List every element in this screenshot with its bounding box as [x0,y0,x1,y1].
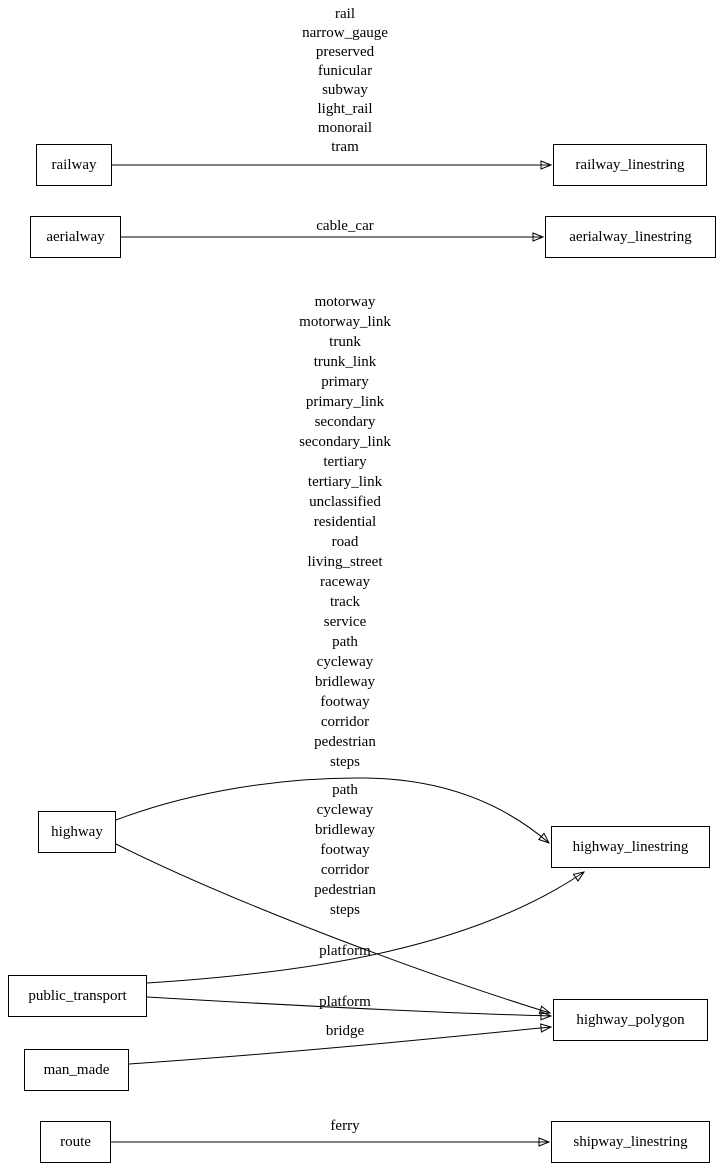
node-highway-polygon: highway_polygon [553,999,708,1041]
node-highway-label: highway [51,823,103,840]
node-man-made: man_made [24,1049,129,1091]
node-aerialway: aerialway [30,216,121,258]
edge-public-transport-to-highway-polygon [146,996,551,1016]
node-railway-linestring-label: railway_linestring [575,156,685,173]
edge-label-highway-linestring-values: motorway motorway_link trunk trunk_link … [299,294,391,770]
node-highway-linestring: highway_linestring [551,826,710,868]
node-route-label: route [60,1133,91,1150]
node-railway: railway [36,144,112,186]
edge-label-man-made-bridge: bridge [325,1023,365,1039]
node-shipway-linestring: shipway_linestring [551,1121,710,1163]
edge-label-public-transport-platform-linestring: platform [319,943,371,959]
node-public-transport-label: public_transport [28,987,127,1004]
node-highway: highway [38,811,116,853]
node-aerialway-linestring-label: aerialway_linestring [569,228,692,245]
node-railway-linestring: railway_linestring [553,144,707,186]
node-aerialway-label: aerialway [46,228,105,245]
node-shipway-linestring-label: shipway_linestring [573,1133,688,1150]
edge-label-aerialway-cable-car: cable_car [316,218,374,234]
edge-man-made-to-highway-polygon [128,1027,551,1065]
node-man-made-label: man_made [43,1061,110,1078]
node-railway-label: railway [51,156,97,173]
edge-label-public-transport-platform-polygon: platform [319,994,371,1010]
edge-highway-to-highway-linestring [115,777,549,843]
node-highway-linestring-label: highway_linestring [572,838,689,855]
edge-label-route-ferry: ferry [330,1118,360,1134]
node-public-transport: public_transport [8,975,147,1017]
node-highway-polygon-label: highway_polygon [576,1011,685,1028]
edge-public-transport-to-highway-linestring [146,872,584,984]
edge-label-highway-polygon-values: path cycleway bridleway footway corridor… [314,782,376,918]
node-route: route [40,1121,111,1163]
node-aerialway-linestring: aerialway_linestring [545,216,716,258]
edge-highway-to-highway-polygon [115,843,550,1013]
edge-label-railway-values: rail narrow_gauge preserved funicular su… [302,6,388,155]
